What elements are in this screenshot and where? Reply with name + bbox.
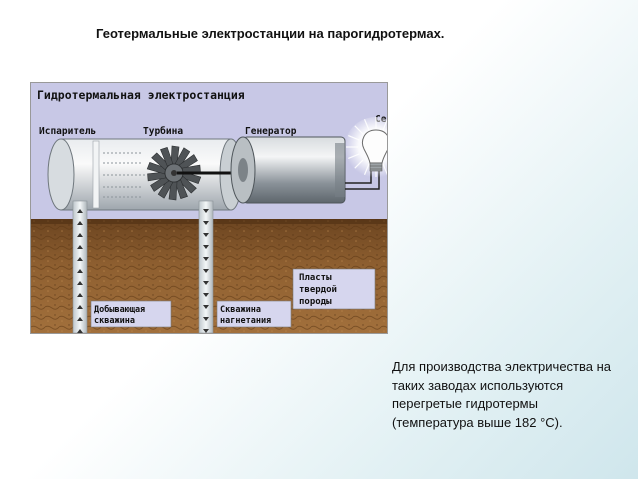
- flow-up-arrow-icon: [77, 245, 83, 249]
- light-ray: [354, 125, 364, 135]
- turbine-wheel: [146, 145, 202, 201]
- light-ray: [382, 163, 387, 175]
- injection-well-label-line1: Скважина: [220, 305, 261, 315]
- flow-down-arrow-icon: [203, 221, 209, 225]
- strata-label-line3: породы: [299, 297, 332, 307]
- strata-label-box: Пласты твердой породы: [292, 268, 376, 310]
- caption-text: Для производства электричества на таких …: [392, 359, 612, 430]
- turbine-label: Турбина: [143, 126, 183, 137]
- flow-up-arrow-icon: [77, 317, 83, 321]
- light-ray: [354, 159, 364, 169]
- light-ray: [348, 153, 360, 160]
- flow-down-arrow-icon: [203, 209, 209, 213]
- generator: [230, 136, 346, 204]
- strata-label-line1: Пласты: [299, 273, 332, 283]
- evaporator-turbine-housing: [47, 138, 243, 211]
- evaporator-label: Испаритель: [39, 126, 96, 137]
- light-bulb-icon: [344, 117, 387, 181]
- flow-up-arrow-icon: [77, 209, 83, 213]
- flow-up-arrow-icon: [77, 221, 83, 225]
- generator-label: Генератор: [245, 126, 297, 137]
- slide-title: Геотермальные электростанции на парогидр…: [96, 26, 445, 41]
- flow-up-arrow-icon: [77, 269, 83, 273]
- light-ray: [348, 134, 360, 141]
- flow-down-arrow-icon: [203, 293, 209, 297]
- flow-down-arrow-icon: [203, 329, 209, 333]
- flow-up-arrow-icon: [77, 281, 83, 285]
- light-ray: [363, 119, 370, 131]
- flow-up-arrow-icon: [77, 305, 83, 309]
- flow-up-arrow-icon: [77, 233, 83, 237]
- flow-down-arrow-icon: [203, 257, 209, 261]
- flow-down-arrow-icon: [203, 281, 209, 285]
- light-ray: [382, 119, 387, 131]
- production-well: [72, 200, 88, 333]
- production-well-label-line1: Добывающая: [94, 304, 145, 315]
- flow-down-arrow-icon: [203, 233, 209, 237]
- flow-up-arrow-icon: [77, 329, 83, 333]
- injection-well-label-box: Скважина нагнетания: [216, 300, 292, 328]
- injection-well: [198, 200, 214, 333]
- strata-label-line2: твердой: [299, 285, 337, 295]
- injection-well-label-line2: нагнетания: [220, 316, 271, 326]
- flow-up-arrow-icon: [77, 293, 83, 297]
- diagram-header: Гидротермальная электростанция: [37, 88, 245, 102]
- flow-up-arrow-icon: [77, 257, 83, 261]
- flow-down-arrow-icon: [203, 245, 209, 249]
- hydrothermal-plant-diagram: Гидротермальная электростанция Испарител…: [30, 82, 388, 334]
- flow-down-arrow-icon: [203, 317, 209, 321]
- flow-down-arrow-icon: [203, 305, 209, 309]
- production-well-label-line2: скважина: [94, 316, 135, 326]
- flow-down-arrow-icon: [203, 269, 209, 273]
- production-well-label-box: Добывающая скважина: [90, 300, 172, 328]
- light-ray: [363, 163, 370, 175]
